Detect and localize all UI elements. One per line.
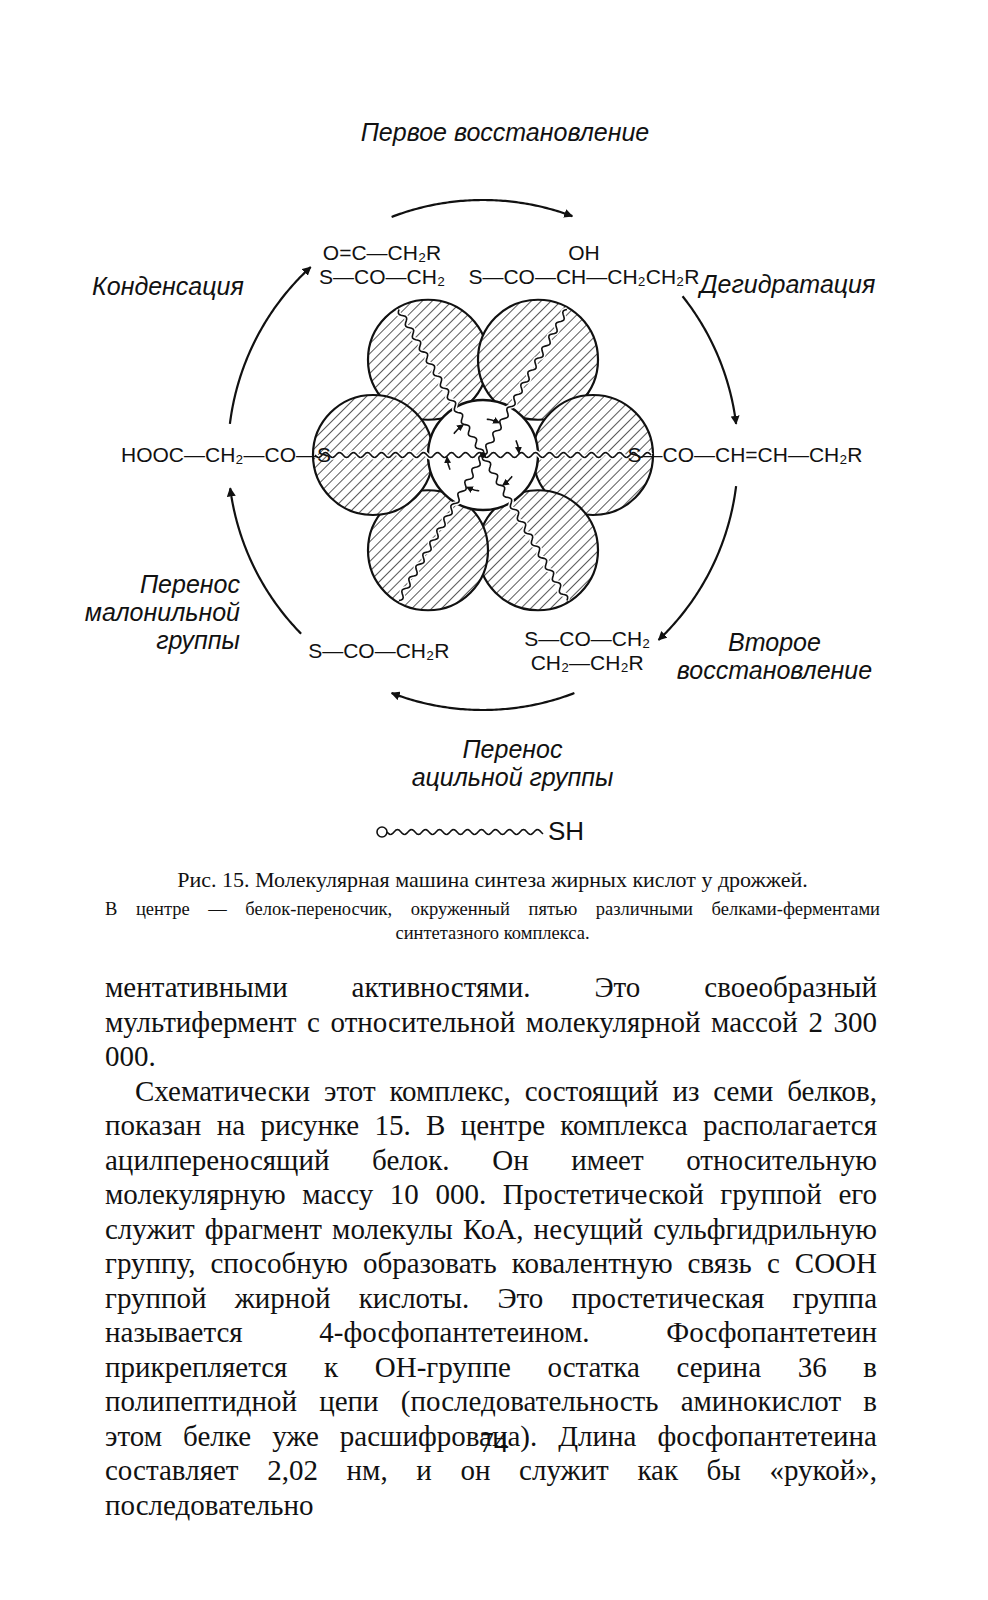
step-label: Перенос малонильной группы bbox=[85, 570, 240, 654]
step-label: Перенос ацильной группы bbox=[412, 735, 614, 791]
reaction-arrow bbox=[392, 693, 575, 710]
formula-text: HOOC—CH₂—CO—S bbox=[121, 443, 331, 467]
formula-text: S—CO—CH=CH—CH₂R bbox=[627, 443, 862, 467]
caption-note: В центре — белок-переносчик, окруженный … bbox=[105, 897, 880, 945]
pantetheine-arm bbox=[483, 453, 651, 458]
step-label-box: Перенос малонильной группы bbox=[55, 570, 240, 654]
step-label: Второе восстановление bbox=[677, 628, 872, 684]
chemical-group: S—CO—CH₂CH₂—CH₂R bbox=[524, 627, 650, 675]
step-label-box: Второе восстановление bbox=[672, 628, 877, 684]
reaction-arrow bbox=[659, 486, 737, 640]
arm-center bbox=[480, 452, 486, 458]
pantetheine-arm bbox=[483, 310, 567, 455]
step-label-box: Перенос ацильной группы bbox=[405, 735, 620, 791]
rotation-arrows bbox=[447, 419, 519, 491]
pantetheine-arm bbox=[315, 453, 483, 458]
reaction-arrow bbox=[683, 296, 737, 424]
chemical-group: S—CO—CH=CH—CH₂R bbox=[627, 443, 862, 467]
formula-text: S—CO—CH—CH₂CH₂R bbox=[468, 265, 699, 289]
step-label: Конденсация bbox=[92, 272, 244, 300]
rotation-arrow bbox=[516, 440, 519, 452]
step-label: Дегидратация bbox=[700, 270, 875, 298]
formula-text: O=C—CH₂R bbox=[319, 241, 445, 265]
chemical-group: O=C—CH₂RS—CO—CH₂ bbox=[319, 241, 445, 289]
formula-text: S—CO—CH₂ bbox=[524, 627, 650, 651]
chemical-group: HOOC—CH₂—CO—S bbox=[121, 443, 331, 467]
step-label: Первое восстановление bbox=[361, 118, 649, 146]
page-number: 74 bbox=[0, 1425, 988, 1459]
arm-halo bbox=[482, 455, 567, 600]
step-label-box: Первое восстановление bbox=[345, 118, 665, 146]
pantetheine-arm bbox=[399, 455, 483, 600]
body-paragraph: ментативными активностями. Это своеобраз… bbox=[105, 970, 877, 1074]
node-layer: O=C—CH₂RS—CO—CH₂OHS—CO—CH—CH₂CH₂RS—CO—CH… bbox=[0, 0, 988, 880]
arm-halo bbox=[399, 455, 483, 600]
step-label-box: Дегидратация bbox=[700, 270, 890, 298]
sh-label: SH bbox=[548, 815, 608, 847]
step-label-box: Конденсация bbox=[92, 272, 267, 300]
rotation-arrow bbox=[447, 458, 450, 470]
rotation-arrow bbox=[487, 419, 499, 422]
hatched-proteins bbox=[313, 300, 653, 611]
rotation-arrow bbox=[467, 487, 479, 490]
arm-halo bbox=[398, 310, 483, 455]
arm-symbol-end bbox=[377, 827, 387, 837]
figure-caption: Рис. 15. Молекулярная машина синтеза жир… bbox=[100, 866, 885, 893]
arm-symbol-wave bbox=[387, 830, 543, 835]
arm-halo bbox=[483, 310, 567, 455]
arm-halo bbox=[483, 453, 651, 458]
formula-text: S—CO—CH₂R bbox=[308, 639, 449, 663]
pantetheine-arm bbox=[482, 455, 567, 600]
formula-text: CH₂—CH₂R bbox=[524, 651, 650, 675]
rotation-arrow bbox=[503, 476, 512, 485]
reaction-arrow bbox=[392, 200, 573, 217]
formula-text: OH bbox=[468, 241, 699, 265]
arm-halo bbox=[315, 453, 483, 458]
pantetheine-arms bbox=[315, 310, 651, 601]
carrier-protein bbox=[428, 400, 538, 510]
rotation-arrow bbox=[454, 425, 463, 434]
pantetheine-arm bbox=[398, 310, 483, 455]
chemical-group: S—CO—CH₂R bbox=[308, 639, 449, 663]
formula-text: S—CO—CH₂ bbox=[319, 265, 445, 289]
reaction-arrow bbox=[230, 488, 301, 633]
chemical-group: OHS—CO—CH—CH₂CH₂R bbox=[468, 241, 699, 289]
